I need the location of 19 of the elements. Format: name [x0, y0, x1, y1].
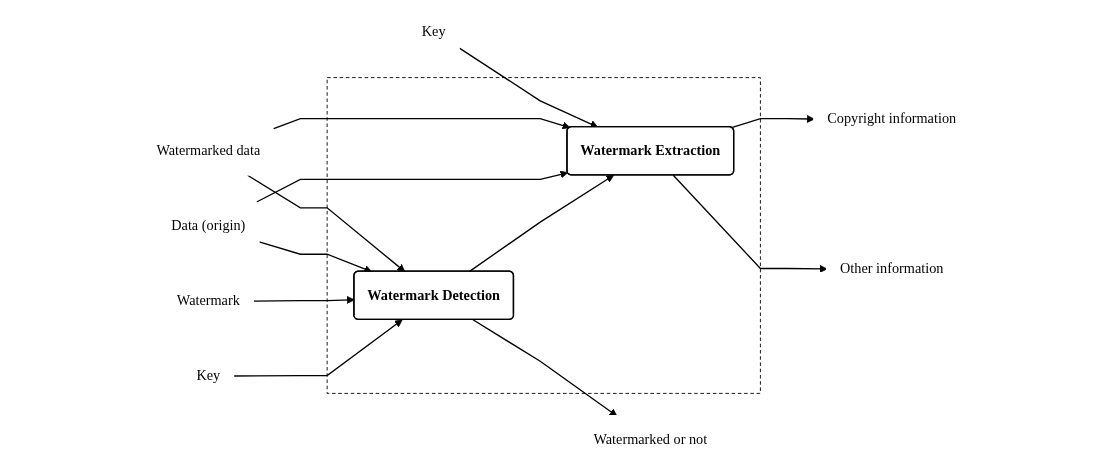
- arrow: [730, 115, 815, 129]
- node-text: Other information: [839, 260, 944, 276]
- arrow: [233, 319, 403, 377]
- arrow: [672, 174, 828, 273]
- arrow: [258, 241, 372, 273]
- arrow: [458, 47, 598, 128]
- node-text: Key: [196, 367, 220, 383]
- node-text: Data (origin): [170, 217, 246, 233]
- arrow: [246, 174, 405, 272]
- node-text: Watermarked or not: [593, 431, 707, 447]
- node-text: Watermarked data: [156, 142, 260, 158]
- arrow: [468, 174, 614, 273]
- arrow: [255, 170, 568, 203]
- cluster: [326, 77, 761, 394]
- arrow: [272, 117, 570, 130]
- node-text: Watermark: [176, 292, 240, 308]
- node-text: Key: [421, 23, 446, 39]
- arrow: [472, 319, 618, 417]
- node-text: Copyright information: [827, 110, 956, 126]
